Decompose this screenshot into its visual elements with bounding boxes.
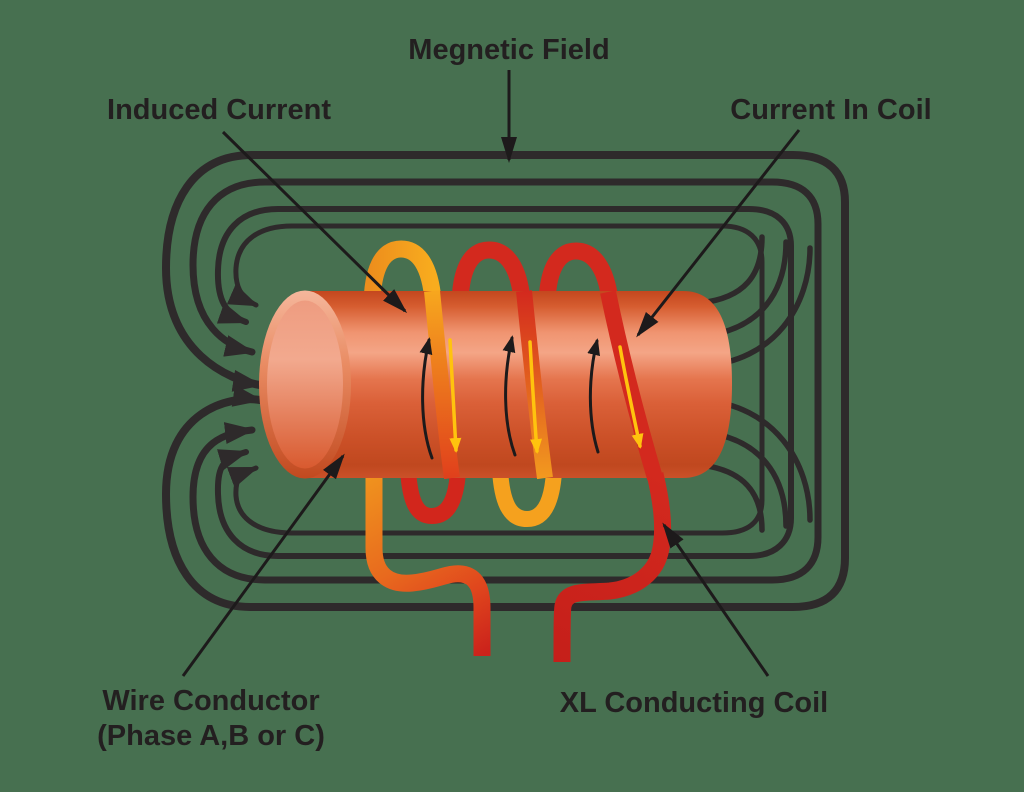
field-loop-inner bbox=[226, 223, 765, 536]
coil-front-strand-1 bbox=[424, 290, 460, 480]
label-pointer-lines bbox=[181, 70, 801, 677]
induced-arrow-3 bbox=[587, 338, 601, 454]
pointer-conducting-coil bbox=[662, 522, 770, 677]
label-magnetic-field: Megnetic Field bbox=[408, 34, 610, 66]
label-induced-current: Induced Current bbox=[107, 94, 331, 126]
pointer-current-in-coil bbox=[636, 129, 801, 338]
current-arrow-3 bbox=[618, 345, 644, 449]
label-current-in-coil: Current In Coil bbox=[730, 94, 932, 126]
coil-top-arc-1 bbox=[363, 240, 442, 308]
coil-front-strand-3 bbox=[600, 290, 663, 481]
field-loop-3 bbox=[214, 206, 794, 559]
pointer-wire-conductor bbox=[181, 453, 345, 677]
current-arrow-1 bbox=[448, 338, 462, 453]
coil-top-arc-2 bbox=[451, 241, 531, 308]
magnetic-field-lines bbox=[161, 151, 849, 611]
current-arrow-2 bbox=[528, 340, 543, 454]
field-loop-outer bbox=[161, 151, 849, 611]
coil-current-arrows bbox=[448, 338, 644, 454]
cylinder-face-inner bbox=[267, 300, 343, 469]
coil-top-arc-3 bbox=[538, 242, 619, 308]
label-conducting-coil: XL Conducting Coil bbox=[559, 687, 829, 719]
pointer-induced-current bbox=[221, 130, 408, 314]
label-wire-conductor-line1: Wire Conductor bbox=[102, 685, 320, 717]
coil-lead-left bbox=[365, 470, 491, 656]
coil-lead-right bbox=[553, 472, 672, 663]
induced-arrow-2 bbox=[502, 335, 517, 457]
label-wire-conductor: Wire Conductor (Phase A,B or C) bbox=[97, 684, 325, 755]
induced-arrow-1 bbox=[419, 337, 434, 460]
coil-bottom-u-2 bbox=[492, 469, 562, 527]
field-loop-2 bbox=[189, 178, 822, 584]
induced-current-arrows bbox=[419, 335, 601, 460]
coil-bottom-u-1 bbox=[400, 469, 466, 524]
wire-conductor-cylinder bbox=[259, 290, 732, 479]
coil-back-turns bbox=[363, 240, 619, 656]
label-wire-conductor-line2: (Phase A,B or C) bbox=[97, 720, 325, 753]
cylinder-body bbox=[305, 291, 732, 478]
